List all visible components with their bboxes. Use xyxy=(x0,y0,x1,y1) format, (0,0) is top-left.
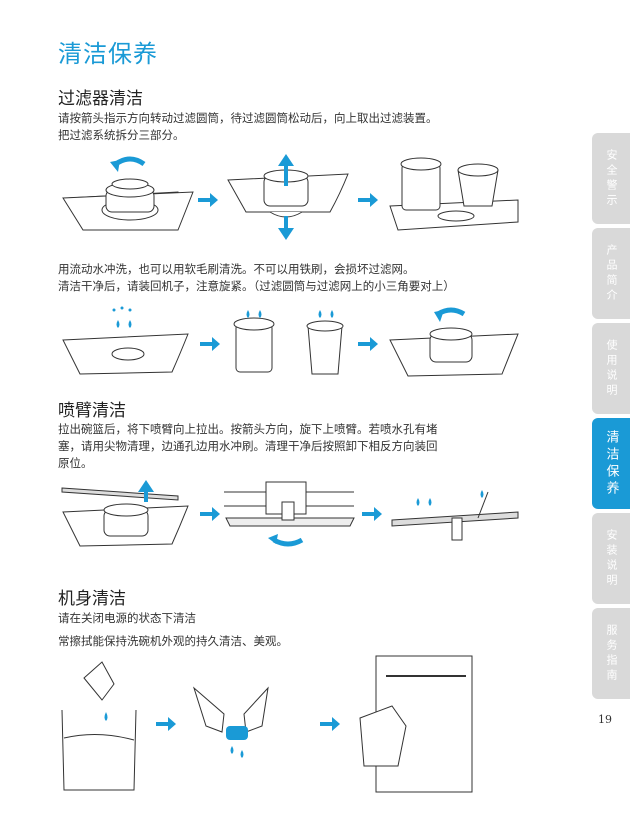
page-title: 清洁保养 xyxy=(58,40,158,68)
tab-label: 清洁保养 xyxy=(603,429,619,498)
body-instruction-2: 常擦拭能保持洗碗机外观的持久清洁、美观。 xyxy=(58,634,288,648)
spray-instruction-1: 拉出碗篮后，将下喷臂向上拉出。按箭头方向，旋下上喷臂。若喷水孔有堵 xyxy=(58,422,438,436)
spray-arm-illustration xyxy=(61,480,519,547)
tab-label: 服务指南 xyxy=(605,623,618,684)
body-cleaning-illustration xyxy=(61,655,473,793)
body-instruction-1: 请在关闭电源的状态下清洁 xyxy=(58,611,196,625)
tab-label: 安装说明 xyxy=(605,528,618,589)
tab-usage[interactable]: 使用说明 xyxy=(592,323,630,414)
section-heading-body: 机身清洁 xyxy=(58,589,126,609)
tab-safety-warning[interactable]: 安全警示 xyxy=(592,133,630,224)
filter-instruction-3: 用流动水冲洗，也可以用软毛刷清洗。不可以用铁刷，会损坏过滤网。 xyxy=(58,262,415,276)
filter-rinse-illustration xyxy=(62,306,519,377)
filter-instruction-2: 把过滤系统拆分三部分。 xyxy=(58,128,185,142)
tab-label: 使用说明 xyxy=(605,338,618,399)
spray-instruction-3: 原位。 xyxy=(58,456,93,470)
section-heading-filter: 过滤器清洁 xyxy=(58,89,143,109)
tab-product-intro[interactable]: 产品简介 xyxy=(592,228,630,319)
tab-cleaning-maintenance[interactable]: 清洁保养 xyxy=(592,418,630,509)
spray-instruction-2: 塞，请用尖物清理，边通孔边用水冲刷。清理干净后按照卸下相反方向装回 xyxy=(58,439,438,453)
tab-label: 安全警示 xyxy=(605,148,618,209)
tab-service-guide[interactable]: 服务指南 xyxy=(592,608,630,699)
filter-instruction-4: 清洁干净后，请装回机子，注意旋紧。（过滤圆筒与过滤网上的小三角要对上） xyxy=(58,279,455,293)
chapter-tabs: 安全警示 产品简介 使用说明 清洁保养 安装说明 服务指南 xyxy=(592,133,630,703)
tab-installation[interactable]: 安装说明 xyxy=(592,513,630,604)
filter-instruction-1: 请按箭头指示方向转动过滤圆筒，待过滤圆筒松动后，向上取出过滤装置。 xyxy=(58,111,438,125)
section-heading-spray-arm: 喷臂清洁 xyxy=(58,401,126,421)
filter-removal-illustration xyxy=(62,154,519,240)
tab-label: 产品简介 xyxy=(605,243,618,304)
page-number: 19 xyxy=(598,713,612,726)
